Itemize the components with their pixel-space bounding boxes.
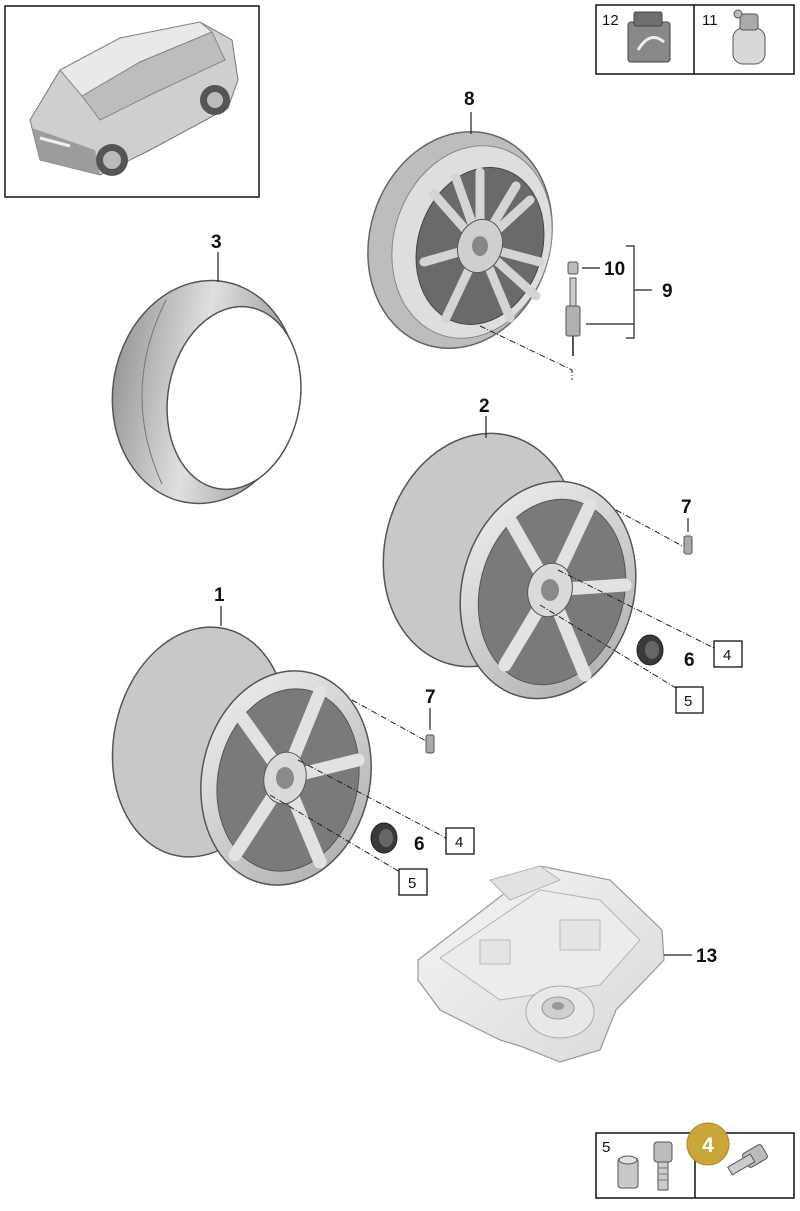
label-5-rear: 5	[684, 693, 692, 710]
valve-bracket	[582, 245, 652, 339]
label-4-rear: 4	[723, 647, 731, 664]
tyre	[111, 279, 302, 505]
rim-front	[111, 626, 372, 886]
label-3: 3	[211, 232, 222, 253]
spare-wheel	[367, 131, 553, 349]
label-5-front: 5	[408, 875, 416, 892]
label-11: 11	[702, 12, 718, 29]
highlight-badge-4[interactable]: 4	[686, 1122, 730, 1166]
label-13: 13	[696, 946, 717, 967]
tpms-sensor-rear	[683, 535, 693, 555]
tpms-sensor-front	[425, 734, 435, 754]
label-7-rear: 7	[681, 497, 692, 518]
label-12: 12	[602, 12, 619, 29]
label-5-box: 5	[602, 1139, 610, 1156]
accessory-box-top: 12 11	[595, 4, 795, 75]
label-6-rear: 6	[684, 650, 695, 671]
lock-bolt-socket-icon	[617, 1155, 639, 1189]
sealant-bottle-icon	[732, 9, 766, 65]
highlight-badge-circle	[686, 1122, 730, 1166]
label-2: 2	[479, 396, 490, 417]
label-4-badge: 4	[702, 1134, 714, 1157]
label-8: 8	[464, 89, 475, 110]
suv-illustration	[29, 21, 239, 176]
center-cap-front	[370, 822, 398, 854]
label-7-front: 7	[425, 687, 436, 708]
center-cap-rear	[636, 634, 664, 666]
wheel-bolt-icon	[727, 1144, 768, 1176]
vehicle-thumbnail	[4, 5, 260, 198]
compressor-icon	[627, 11, 671, 63]
label-9: 9	[662, 281, 673, 302]
tool-tray	[417, 865, 665, 1063]
rim-rear	[382, 432, 637, 700]
label-4-front: 4	[455, 834, 463, 851]
label-10: 10	[604, 259, 625, 280]
valve-stem	[565, 261, 581, 356]
lock-bolt-icon	[653, 1141, 673, 1191]
label-1: 1	[214, 585, 225, 606]
label-6-front: 6	[414, 834, 425, 855]
